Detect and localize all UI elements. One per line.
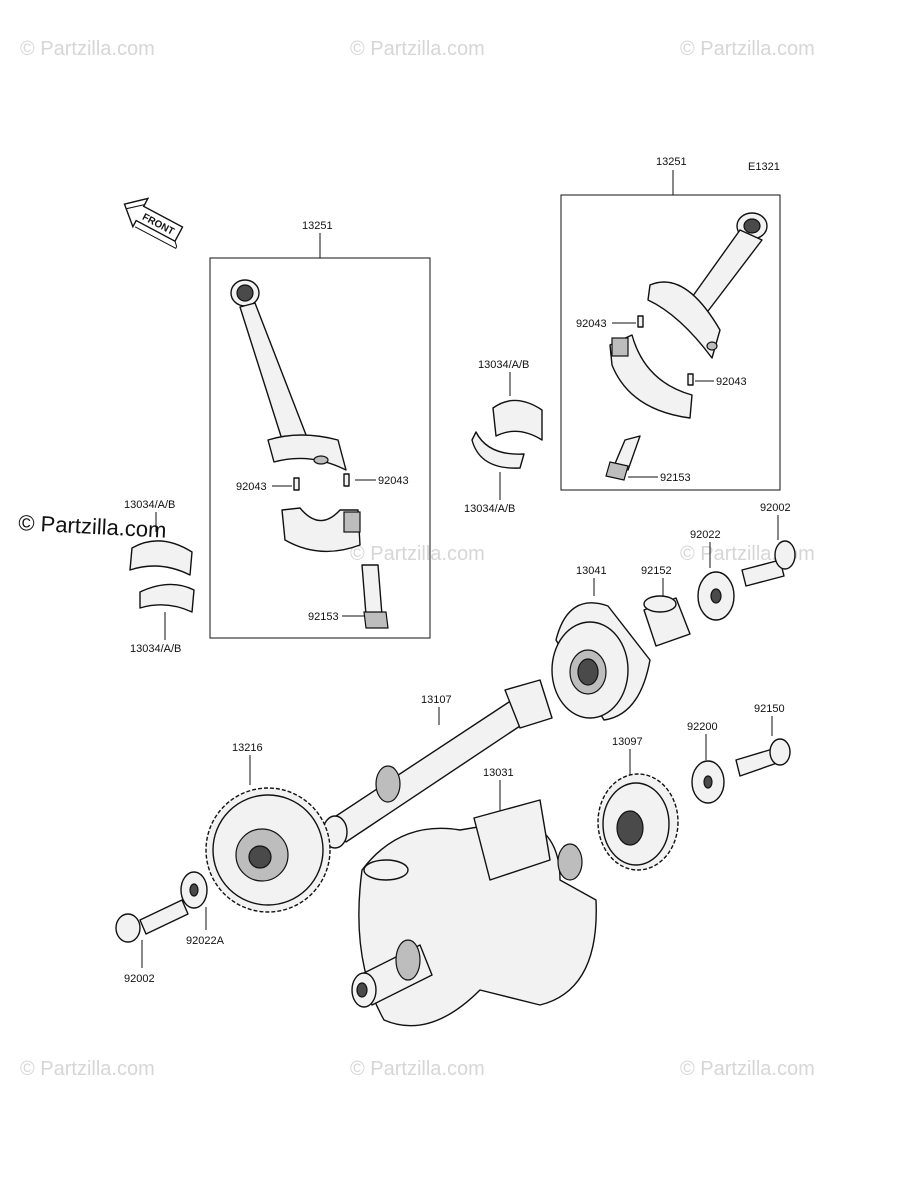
bearing-shell-mid-top[interactable] [492,399,543,441]
label-13097[interactable]: 13097 [612,736,643,748]
front-arrow-icon: FRONT [123,197,184,250]
watermarks: © Partzilla.com © Partzilla.com © Partzi… [20,38,815,1080]
rod-cap-right[interactable] [609,334,693,419]
label-92200[interactable]: 92200 [687,721,718,733]
label-92022[interactable]: 92022 [690,529,721,541]
washer-92200[interactable] [691,760,725,804]
label-92043-right-1[interactable]: 92043 [576,318,607,330]
label-92043-right-2[interactable]: 92043 [716,376,747,388]
collar-92152[interactable] [643,595,691,647]
watermark-6: © Partzilla.com [20,1058,155,1080]
label-13251-left[interactable]: 13251 [302,220,333,232]
watermark-8: © Partzilla.com [680,1058,815,1080]
bearing-shell-left-top[interactable] [129,540,193,576]
label-92002-bottom[interactable]: 92002 [124,973,155,985]
flange-bolt-92002-bottom[interactable] [115,899,189,943]
rod-cap-left[interactable] [281,507,361,553]
washer-92022[interactable] [697,571,735,621]
label-13034-mid-top[interactable]: 13034/A/B [478,359,529,371]
clutch-13041[interactable] [551,602,651,721]
copyright-text: © Partzilla.com [18,510,167,543]
label-92152[interactable]: 92152 [641,565,672,577]
dowel-pin-right-1[interactable] [637,315,644,328]
rod-right-group-box [560,194,781,491]
watermark-2: © Partzilla.com [350,38,485,60]
label-92043-left-1[interactable]: 92043 [236,481,267,493]
label-13216[interactable]: 13216 [232,742,263,754]
label-92150[interactable]: 92150 [754,703,785,715]
rod-bolt-right[interactable] [605,435,641,481]
label-13031[interactable]: 13031 [483,767,514,779]
diagram-code: E1321 [748,161,780,173]
flange-bolt-92002-top[interactable] [741,540,796,587]
label-92153-left[interactable]: 92153 [308,611,339,623]
watermark-1: © Partzilla.com [20,38,155,60]
label-13034-mid-bottom[interactable]: 13034/A/B [464,503,515,515]
bearing-shell-mid-bottom[interactable] [471,431,525,469]
label-13041[interactable]: 13041 [576,565,607,577]
dowel-pin-right-2[interactable] [687,373,694,386]
watermark-7: © Partzilla.com [350,1058,485,1080]
washer-92022A[interactable] [180,871,208,909]
watermark-3: © Partzilla.com [680,38,815,60]
connecting-rod-left[interactable] [230,279,347,471]
label-13107[interactable]: 13107 [421,694,452,706]
label-92002-top[interactable]: 92002 [760,502,791,514]
dowel-pin-left-2[interactable] [343,473,350,487]
watermark-4: © Partzilla.com [350,543,485,565]
bearing-shell-left-bottom[interactable] [139,583,195,613]
label-92022A[interactable]: 92022A [186,935,225,947]
label-13034-left-top[interactable]: 13034/A/B [124,499,175,511]
connecting-rod-right[interactable] [647,212,768,359]
dowel-pin-left-1[interactable] [293,477,300,491]
flange-bolt-92150[interactable] [735,738,791,777]
shaft-13107[interactable] [322,679,553,849]
label-92043-left-2[interactable]: 92043 [378,475,409,487]
crankshaft-13031[interactable] [351,799,597,1027]
label-92153-right[interactable]: 92153 [660,472,691,484]
gear-13097[interactable] [597,773,679,871]
label-13251-right[interactable]: 13251 [656,156,687,168]
label-13034-left-bottom[interactable]: 13034/A/B [130,643,181,655]
rod-bolt-left[interactable] [361,564,389,629]
gear-13216[interactable] [205,787,331,913]
